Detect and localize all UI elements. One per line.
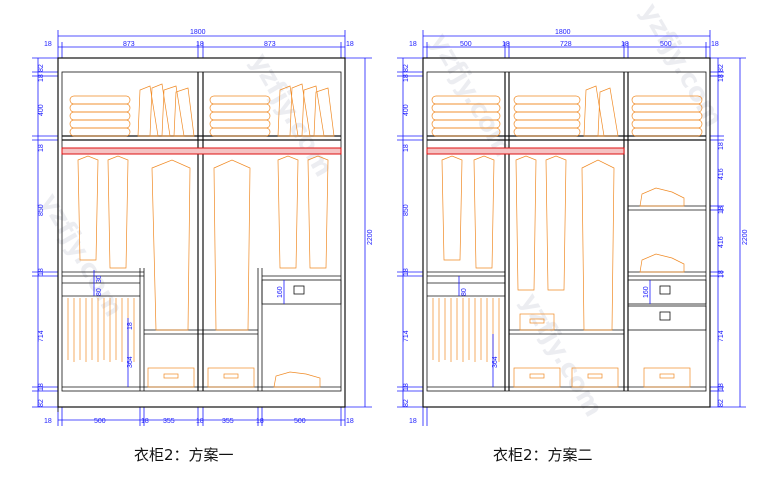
bottom-dimensions-2: 18 (409, 407, 428, 426)
dim-left-1-1: 18 (38, 74, 45, 82)
dim-right-2-9: 82 (718, 399, 725, 407)
bottom-dimensions-1: 18 500 18 355 18 355 18 500 18 (44, 407, 354, 426)
dim-left-2-6: 714 (403, 330, 410, 342)
dim-top-seg-1-3: 873 (264, 41, 276, 48)
dim-top-seg-2-1: 500 (460, 41, 472, 48)
dim-right-2-6: 18 (718, 270, 725, 278)
dim-top-seg-2-0: 18 (409, 41, 417, 48)
dim-left-1-8: 82 (38, 399, 45, 407)
dim-left-1-5: 18 (38, 268, 45, 276)
dim-right-2-3: 416 (718, 168, 725, 180)
dim-left-1-4: 850 (38, 204, 45, 216)
hanging-clothes-1 (77, 155, 329, 331)
inner-dimensions-2: 80 160 364 (458, 276, 651, 387)
dim-top-seg-2-5: 500 (660, 41, 672, 48)
dim-right-2-8: 18 (718, 383, 725, 391)
dim-inner-1-0: 30 (96, 275, 103, 283)
folded-clothes-1 (69, 83, 335, 137)
dim-inner-1-2: 160 (277, 286, 284, 298)
dim-top-seg-1-2: 18 (196, 41, 204, 48)
right-dimensions-2: 82 18 18 416 18 416 18 714 18 82 2200 (710, 57, 749, 408)
dim-top-total-1: 1800 (190, 29, 206, 36)
dim-right-2-1: 18 (718, 74, 725, 82)
dim-left-2-7: 18 (403, 383, 410, 391)
dim-right-2-5: 416 (718, 236, 725, 248)
dim-bottom-1-4: 18 (196, 418, 204, 425)
dim-top-seg-1-1: 873 (123, 41, 135, 48)
dim-inner-1-3: 18 (127, 322, 134, 330)
dim-bottom-1-1: 500 (94, 418, 106, 425)
dim-left-1-3: 18 (38, 144, 45, 152)
hanging-rod-1 (61, 147, 342, 155)
storage-boxes-1 (147, 367, 321, 388)
dim-inner-2-0: 80 (461, 288, 468, 296)
watermark-text-3: yzfjy.com (424, 29, 519, 163)
top-dimensions-2: 1800 18 500 18 728 18 500 18 (409, 29, 719, 58)
left-dimensions-2: 82 18 400 18 850 18 714 18 82 (397, 57, 423, 408)
folded-clothes-2 (431, 85, 703, 273)
dim-left-1-2: 400 (38, 104, 45, 116)
inner-dimensions-1: 30 80 160 18 364 (93, 270, 285, 387)
dim-left-2-0: 82 (403, 64, 410, 72)
watermark-text-5: yzfjy.com (514, 289, 609, 423)
tie-rack-2 (432, 298, 500, 362)
dim-inner-1-1: 80 (96, 288, 103, 296)
dim-left-2-8: 82 (403, 399, 410, 407)
dim-right-total-2: 2200 (742, 229, 749, 245)
watermark-text-1: yzfjy.com (34, 189, 129, 323)
dim-bottom-1-7: 500 (294, 418, 306, 425)
dim-right-2-4: 18 (718, 206, 725, 214)
right-dimension-1: 2200 (345, 57, 374, 408)
dim-right-total-1: 2200 (367, 229, 374, 245)
wardrobe-plan-2: 1800 18 500 18 728 18 500 18 82 18 400 1… (397, 29, 749, 464)
hanging-rod-2 (426, 147, 625, 155)
dim-right-2-2: 18 (718, 142, 725, 150)
dim-left-1-0: 82 (38, 64, 45, 72)
caption-plan-2: 衣柜2：方案二 (493, 446, 593, 464)
dim-left-2-1: 18 (403, 74, 410, 82)
dim-inner-2-2: 364 (492, 356, 499, 368)
dim-bottom-1-5: 355 (222, 418, 234, 425)
dim-top-seg-1-4: 18 (346, 41, 354, 48)
dim-inner-1-4: 364 (127, 356, 134, 368)
dim-left-1-7: 18 (38, 383, 45, 391)
dim-inner-2-1: 160 (643, 286, 650, 298)
top-dimensions-1: 1800 18 873 18 873 18 (44, 29, 354, 58)
wardrobe-plan-1: 1800 18 873 18 873 18 82 18 400 18 850 1… (32, 29, 374, 464)
dim-bottom-1-0: 18 (44, 418, 52, 425)
dim-top-seg-2-4: 18 (621, 41, 629, 48)
dim-top-seg-2-2: 18 (502, 41, 510, 48)
dim-right-2-7: 714 (718, 330, 725, 342)
dim-bottom-1-3: 355 (163, 418, 175, 425)
dim-left-2-3: 18 (403, 144, 410, 152)
caption-plan-1: 衣柜2：方案一 (134, 446, 234, 464)
dim-left-1-6: 714 (38, 330, 45, 342)
dim-left-2-2: 400 (403, 104, 410, 116)
dim-right-2-0: 82 (718, 64, 725, 72)
dim-top-seg-2-6: 18 (711, 41, 719, 48)
hanging-clothes-2 (441, 155, 615, 331)
dim-bottom-1-8: 18 (346, 418, 354, 425)
dim-top-seg-2-3: 728 (560, 41, 572, 48)
dim-top-seg-1-0: 18 (44, 41, 52, 48)
watermark-text-4: yzfjy.com (634, 0, 729, 132)
storage-boxes-2 (513, 313, 691, 388)
dim-bottom-2-0: 18 (409, 418, 417, 425)
left-dimensions-1: 82 18 400 18 850 18 714 18 82 (32, 57, 58, 408)
dim-bottom-1-6: 18 (256, 418, 264, 425)
tie-rack-1 (67, 298, 135, 362)
dim-left-2-4: 850 (403, 204, 410, 216)
dim-bottom-1-2: 18 (141, 418, 149, 425)
dim-top-total-2: 1800 (555, 29, 571, 36)
dim-left-2-5: 18 (403, 268, 410, 276)
